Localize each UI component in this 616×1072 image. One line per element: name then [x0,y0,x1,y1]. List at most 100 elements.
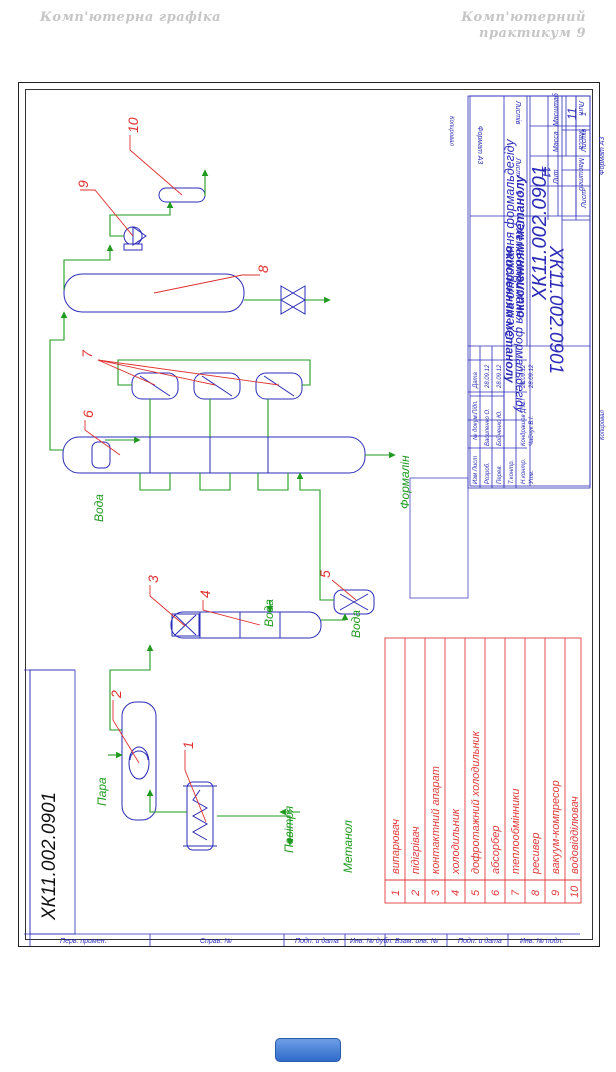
label-water-6: Вода [92,494,106,522]
drawing-code: ХК11.002.0901 [529,165,551,301]
tb-row-0-label: Изм Лист [473,456,479,484]
legend-num-6: 6 [490,889,502,896]
piping [49,169,396,846]
vacuum-compressor-9 [123,226,147,251]
pipe-4-to-5 [321,613,349,621]
legend-name-2: підігрівач [410,826,422,874]
drawing-sheet [18,82,600,947]
tb-row-0-col4: Дата [473,372,479,389]
pipe-9-to-10 [109,201,174,237]
title-block-code: ХК11.002.0901 [545,245,566,374]
legend-num-10: 10 [569,885,581,898]
tb-row-2-label: Перев. [497,465,503,484]
heat-exchangers-7 [131,372,303,400]
label-steam: Пара [95,777,109,806]
tb-row-1-label: Розроб. [485,462,491,484]
label-water-4: Вода [262,599,276,627]
legend-name-6: абсорбер [490,826,502,874]
legend-name-5: дофротажний холодильник [470,730,482,874]
tb-row-1-col4: 28.09.12 [485,364,491,389]
pipe-absorber-bottom-loops-2 [199,473,231,491]
lit-label: Лит [553,169,560,185]
pipe-methanol-in [217,815,294,846]
listiv-label: Листів [580,128,588,153]
legend-name-10: водовідділювач [569,796,581,874]
eq-number-1: 1 [180,741,196,749]
sheet-number: 11 [565,108,579,120]
side-code-box [29,669,76,935]
legend-name-9: вакуум-компресор [550,780,562,874]
sheet-value: 1 [581,112,588,116]
header-practicum-line1: Комп'ютерний [461,10,586,25]
header-subject: Комп'ютерна графіка [40,10,222,25]
legend-name-7: теплообмінники [510,789,522,874]
header-practicum: Комп'ютерний практикум 9 [461,10,586,42]
pipe-8-to-9 [63,244,114,290]
mass-label: Масса [553,131,560,152]
eq-number-2: 2 [108,690,124,699]
leader-lines [80,135,357,823]
contact-apparatus-3-4 [170,611,322,639]
legend-entries: 1 випарювач 2 підігрівач 3 контактний ап… [390,730,581,898]
side-stamp-strip [24,669,580,946]
legend-name-3: контактний апарат [430,766,442,874]
tb-row-2-col4: 28.09.12 [497,364,503,389]
title-block-format: Формат А3 [476,126,483,164]
tb-row-2-col2: Бойченко Ю. [496,410,503,446]
eq-number-6: 6 [80,410,96,418]
stamp-podp-1: Подп. и дата [295,937,339,945]
stamp-podp-2: Подп. и дата [458,937,502,945]
legend-table [384,637,582,904]
after-cooler-5 [333,589,375,615]
drawing-title-line1: Схема отримання формальдегіду [503,139,517,340]
rotated-drawing: Лит Масса Масштаб 11 Лист 1 Листів Форма… [448,95,591,487]
label-air: Повітря [282,805,296,853]
absorber-6 [62,436,366,474]
tb-row-5-label: Утв. [529,470,535,485]
title-block-frame [467,95,591,489]
title-block-sheet-number: 11 [539,166,553,178]
tb-row-4-col2: Кондрашов Д.М. [521,400,527,446]
tb-row-4-col4: 28.09.12 [521,364,527,389]
title-block-sheet-label: Лист [514,157,521,176]
title-block-sheet-value: 1 [514,191,521,195]
stamp-inv-dubl: Инв. № дубл. [350,937,393,945]
pipe-6-to-8 [49,311,68,451]
legend-num-1: 1 [390,890,402,896]
drawing-title-line2: окисленням метанолу [513,175,527,318]
pipe-absorber-bottom-loops [139,473,171,491]
pipe-1-to-2 [146,789,187,813]
eq-number-7: 7 [79,349,95,358]
title-block-scale-label: Масштаб [577,158,585,192]
tb-row-0-col2: № докум. [472,414,479,440]
tb-row-5-col2: Чайчук В.І. [528,416,535,446]
scale-label: Масштаб [552,92,560,126]
legend-num-9: 9 [550,890,562,896]
pipe-absorber-bottom-loops-3 [257,473,289,491]
legend-num-7: 7 [510,889,522,896]
preheater-2 [121,701,157,821]
stamp-perv-primen: Перв. примен. [60,938,107,945]
label-formalin: Формалін [398,455,412,509]
valve [280,285,306,315]
next-page-button[interactable] [275,1038,341,1062]
tb-row-1-col2: Василенко О. [485,408,491,446]
flow-labels: Пара Повітря Метанол Вода Вода Вода Форм… [92,455,412,873]
tb-row-3-label: Т.контр. [509,460,515,484]
pipe-hx-return [117,359,311,386]
pipe-5-to-6 [296,472,334,601]
legend-name-4: холодильник [450,808,462,875]
title-block-listiv-label: Листів [514,100,522,125]
legend-num-5: 5 [470,889,482,896]
eq-number-4: 4 [197,590,213,598]
legend-num-2: 2 [410,890,422,897]
legend-num-3: 3 [430,889,442,896]
tb-row-5-col4: 28.09.12 [529,364,535,389]
label-water-5: Вода [349,610,363,638]
legend-name-8: ресивер [530,833,542,875]
eq-number-10: 10 [125,117,141,133]
label-methanol: Метанол [341,820,355,873]
stamp-sprav: Справ. № [200,938,232,945]
legend-num-4: 4 [450,890,462,896]
